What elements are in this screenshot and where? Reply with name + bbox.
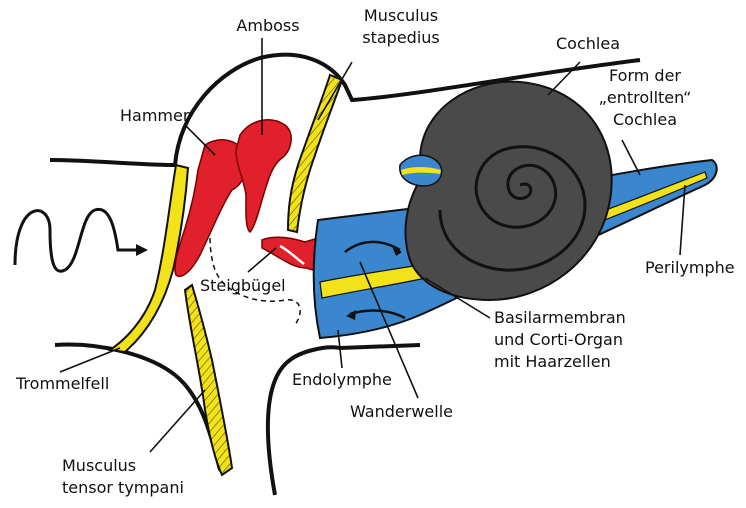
tensor-tympani-muscle xyxy=(185,285,232,475)
label-musculus-stapedius-line1: Musculus xyxy=(346,6,456,25)
label-basilarmembran-line1: Basilarmembran xyxy=(494,308,626,327)
label-form-der-line3: Cochlea xyxy=(590,110,700,129)
label-amboss: Amboss xyxy=(218,16,318,35)
label-steigbuegel: Steigbügel xyxy=(200,276,286,295)
label-form-der-line1: Form der xyxy=(590,66,700,85)
label-tensor-tympani-line1: Musculus xyxy=(62,456,136,475)
ear-canal-upper-wall xyxy=(50,160,176,165)
hammer-bone xyxy=(175,140,247,277)
label-basilarmembran-line2: und Corti-Organ xyxy=(494,330,623,349)
label-wanderwelle: Wanderwelle xyxy=(350,402,453,421)
label-form-der-line2: „entrollten“ xyxy=(590,88,700,107)
label-endolymphe: Endolymphe xyxy=(292,370,392,389)
label-basilarmembran-line3: mit Haarzellen xyxy=(494,352,611,371)
label-musculus-stapedius-line2: stapedius xyxy=(346,28,456,47)
label-trommelfell: Trommelfell xyxy=(16,374,109,393)
amboss-bone xyxy=(236,120,291,232)
sound-wave-arrow-head xyxy=(136,244,148,256)
sound-wave xyxy=(15,209,140,271)
stapedius-muscle xyxy=(288,75,342,232)
label-perilymphe: Perilymphe xyxy=(645,258,735,277)
label-tensor-tympani-line2: tensor tympani xyxy=(62,478,184,497)
label-hammer: Hammer xyxy=(120,106,189,125)
label-cochlea: Cochlea xyxy=(538,34,638,53)
